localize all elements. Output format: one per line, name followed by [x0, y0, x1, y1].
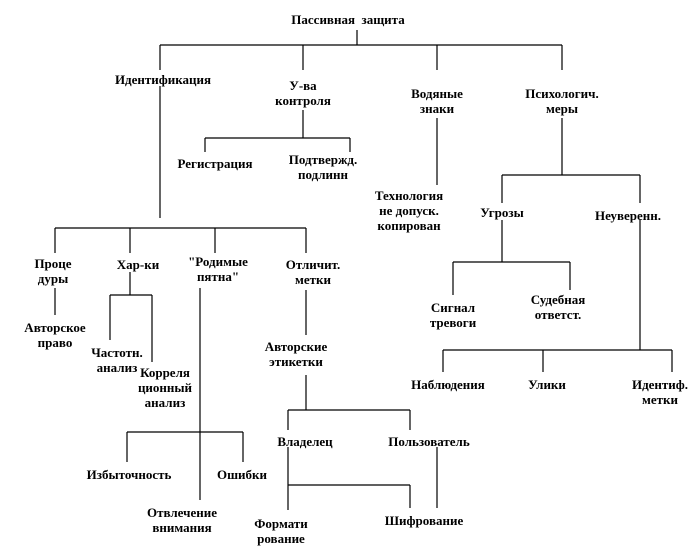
- node-uncertainty: Неуверенн.: [594, 208, 662, 223]
- node-redundancy: Избыточность: [86, 467, 172, 482]
- node-correlation-analysis: Корреля ционный анализ: [137, 365, 193, 410]
- node-alarm-signal: Сигнал тревоги: [429, 300, 477, 330]
- node-errors: Ошибки: [216, 467, 268, 482]
- node-owner: Владелец: [277, 434, 333, 449]
- node-distraction: Отвлечение внимания: [147, 505, 217, 535]
- node-copy-protection-tech: Технология не допуск. копирован: [374, 188, 444, 233]
- node-user: Пользователь: [388, 434, 470, 449]
- node-threats: Угрозы: [480, 205, 524, 220]
- node-frequency-analysis: Частотн. анализ: [91, 345, 143, 375]
- node-psychological-measures: Психологич. меры: [525, 86, 599, 116]
- node-evidence: Улики: [528, 377, 566, 392]
- node-registration: Регистрация: [177, 156, 253, 171]
- node-author-labels: Авторские этикетки: [264, 339, 328, 369]
- node-root: Пассивная защита: [291, 12, 405, 27]
- node-distinct-marks: Отличит. метки: [285, 257, 341, 287]
- node-procedures: Проце дуры: [34, 256, 72, 286]
- node-legal-liability: Судебная ответст.: [530, 292, 586, 322]
- node-encryption: Шифрование: [384, 513, 464, 528]
- node-formatting: Формати рование: [254, 516, 308, 546]
- node-watermarks: Водяные знаки: [411, 86, 463, 116]
- node-ident-marks: Идентиф. метки: [631, 377, 689, 407]
- node-observations: Наблюдения: [411, 377, 485, 392]
- node-identification: Идентификация: [114, 72, 212, 87]
- node-control-devices: У-ва контроля: [275, 78, 331, 108]
- node-characteristics: Хар-ки: [116, 257, 160, 272]
- node-copyright: Авторское право: [24, 320, 86, 350]
- node-birthmarks: "Родимые пятна": [188, 254, 248, 284]
- node-authenticity: Подтвержд. подлинн: [288, 152, 358, 182]
